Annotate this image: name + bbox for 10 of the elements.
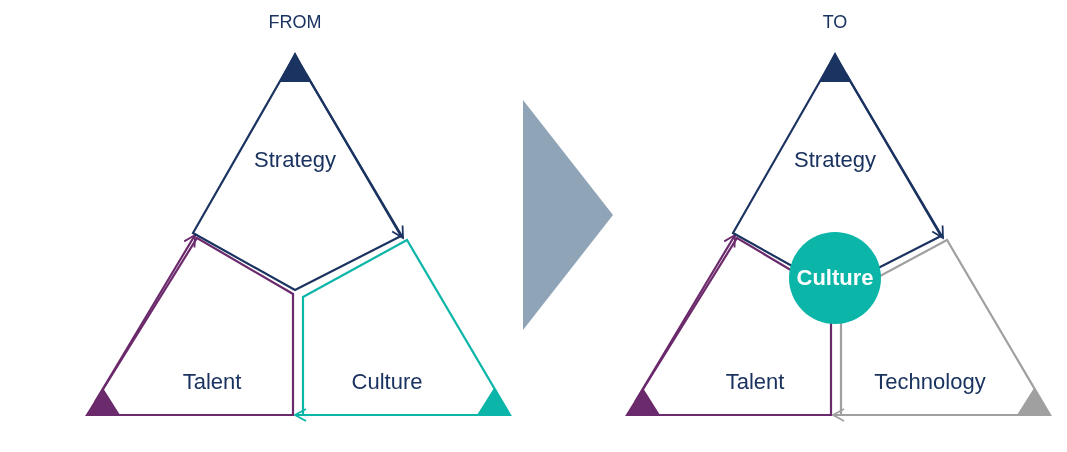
circle-label: Culture (789, 232, 881, 324)
region-label: Talent (182, 369, 242, 395)
heading: TO (822, 11, 848, 33)
region-label: Technology (874, 369, 986, 395)
region-label: Strategy (794, 147, 876, 173)
region-label: Strategy (254, 147, 336, 173)
heading: FROM (268, 11, 322, 33)
region-label: Culture (351, 369, 423, 395)
region-label: Talent (725, 369, 785, 395)
chevron-arrow (523, 100, 613, 330)
